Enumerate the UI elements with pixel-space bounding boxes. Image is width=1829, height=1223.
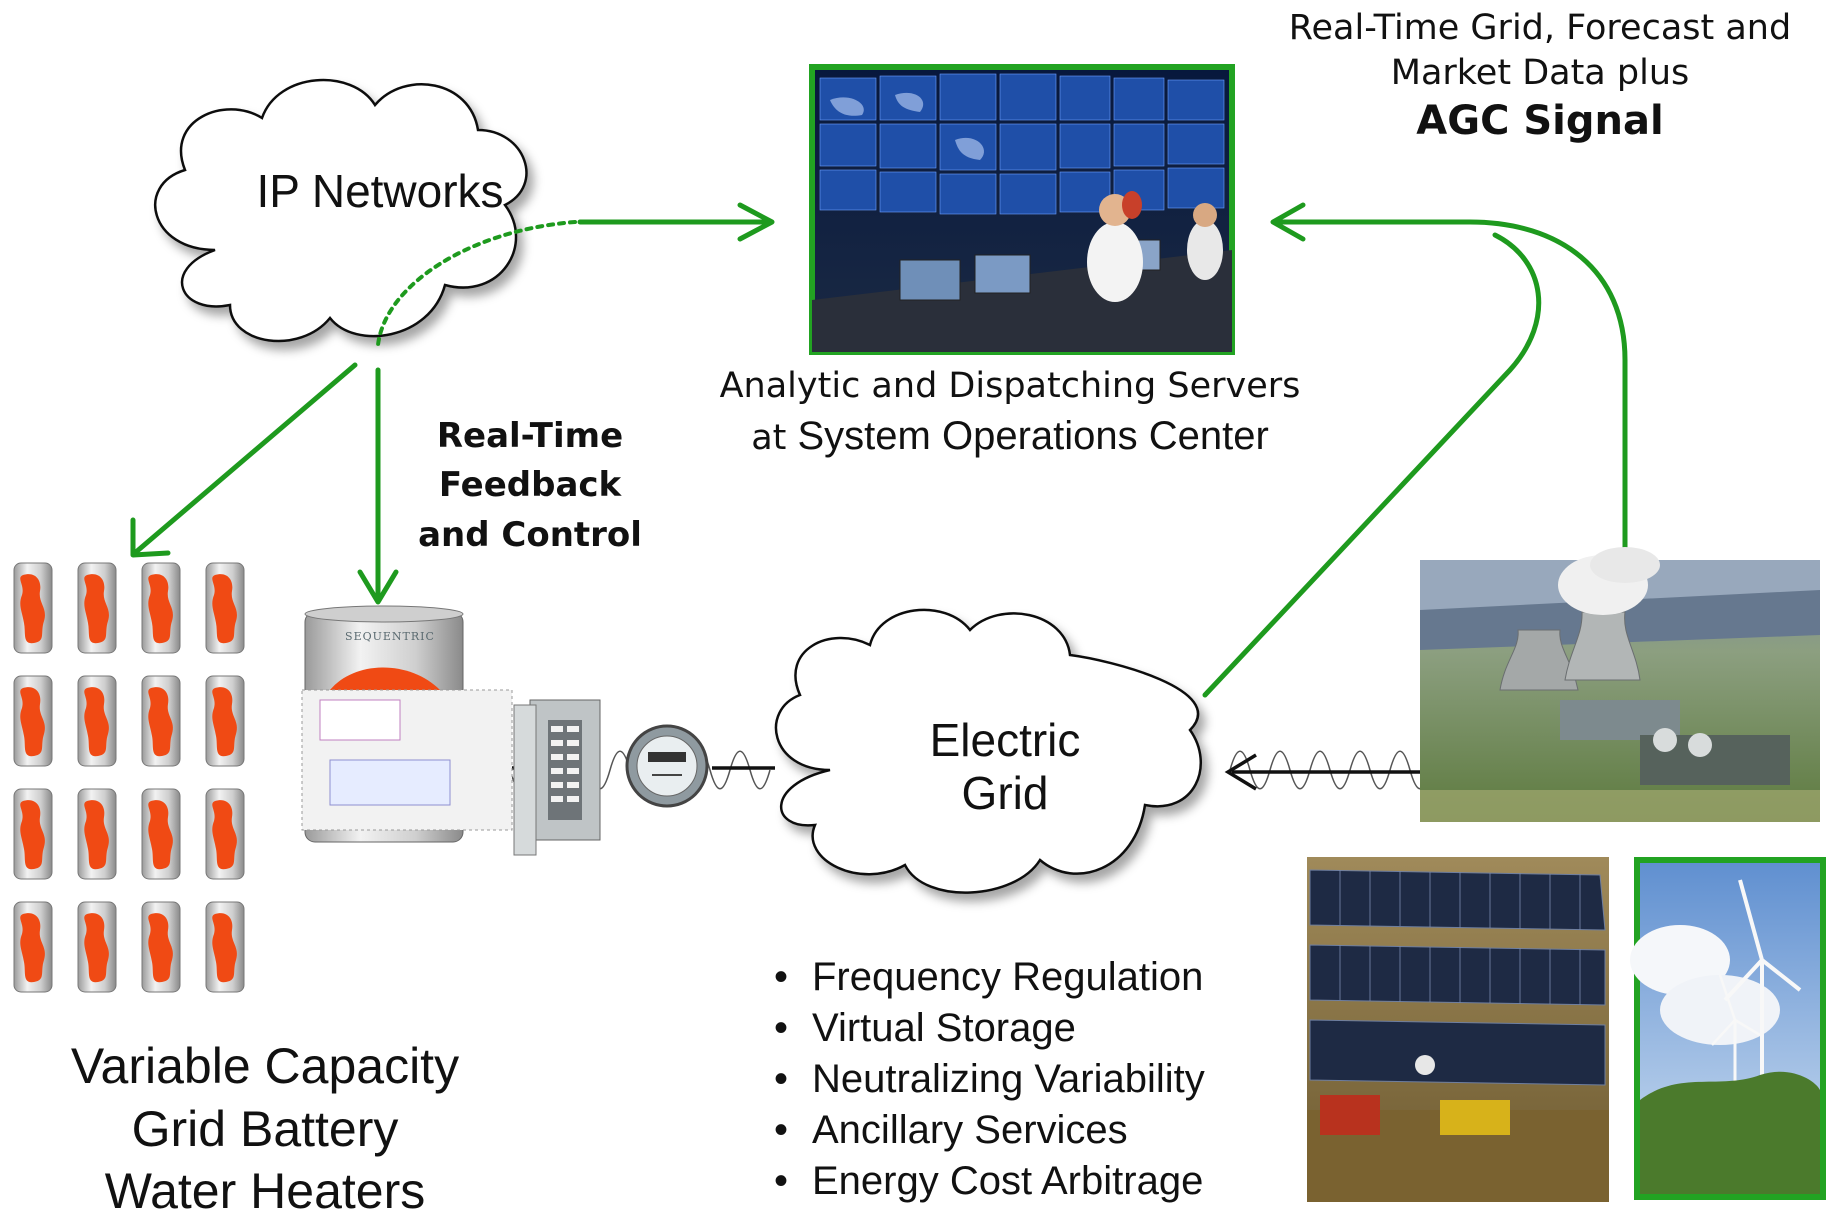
electric-grid-line1: Electric xyxy=(929,714,1081,766)
market-data-label: Real-Time Grid, Forecast and Market Data… xyxy=(1270,6,1810,147)
sequentric-water-heater-icon xyxy=(301,605,513,843)
service-item: Neutralizing Variability xyxy=(772,1054,1205,1105)
ip-dotted-link xyxy=(376,220,577,347)
battery-label: Variable Capacity Grid Battery Water Hea… xyxy=(30,1035,500,1223)
grid-to-ops-line xyxy=(1202,232,1542,698)
service-item: Ancillary Services xyxy=(772,1105,1205,1156)
feedback-line2: Feedback xyxy=(438,465,622,506)
feedback-control-label: Real-Time Feedback and Control xyxy=(405,412,655,560)
agc-signal-label: AGC Signal xyxy=(1416,97,1664,144)
ops-caption-line1: Analytic and Dispatching Servers xyxy=(719,366,1301,406)
wind-turbine-photo xyxy=(1630,857,1826,1200)
agc-to-ops-arrow xyxy=(1272,219,1628,563)
service-item: Frequency Regulation xyxy=(772,952,1205,1003)
battery-line1: Variable Capacity xyxy=(70,1038,460,1094)
service-item: Virtual Storage xyxy=(772,1003,1205,1054)
battery-line2: Grid Battery xyxy=(131,1100,399,1157)
ops-caption-main: System Operations Center xyxy=(797,413,1269,458)
services-list: Frequency Regulation Virtual Storage Neu… xyxy=(772,952,1205,1207)
water-heater-array xyxy=(13,562,245,993)
market-data-line2: Market Data plus xyxy=(1390,52,1690,93)
feedback-line3: and Control xyxy=(418,514,642,555)
electric-grid-label: Electric Grid xyxy=(880,714,1130,820)
power-plant-photo xyxy=(1420,547,1820,822)
market-data-line1: Real-Time Grid, Forecast and xyxy=(1288,8,1792,48)
ip-to-heaters-arrow xyxy=(133,362,358,555)
operations-center-caption: Analytic and Dispatching Servers at Syst… xyxy=(700,364,1320,462)
data-flow-arrows xyxy=(130,202,1628,698)
service-item: Energy Cost Arbitrage xyxy=(772,1156,1205,1207)
electric-grid-line2: Grid xyxy=(961,766,1049,819)
ops-caption-line2: at System Operations Center xyxy=(700,410,1320,462)
electric-grid-cloud-icon xyxy=(774,608,1202,894)
control-room-photo xyxy=(809,64,1235,355)
battery-line3: Water Heaters xyxy=(104,1163,426,1219)
ip-networks-label: IP Networks xyxy=(256,165,504,217)
power-line-right xyxy=(1229,750,1431,790)
sequentric-brand: SEQUENTRIC xyxy=(345,630,435,643)
ops-caption-prefix: at xyxy=(751,417,787,458)
ip-networks-cloud-icon xyxy=(154,78,528,343)
electric-meter-icon xyxy=(625,724,709,808)
feedback-line1: Real-Time xyxy=(436,416,624,456)
solar-farm-photo xyxy=(1307,857,1609,1202)
breaker-panel-icon xyxy=(513,699,601,856)
